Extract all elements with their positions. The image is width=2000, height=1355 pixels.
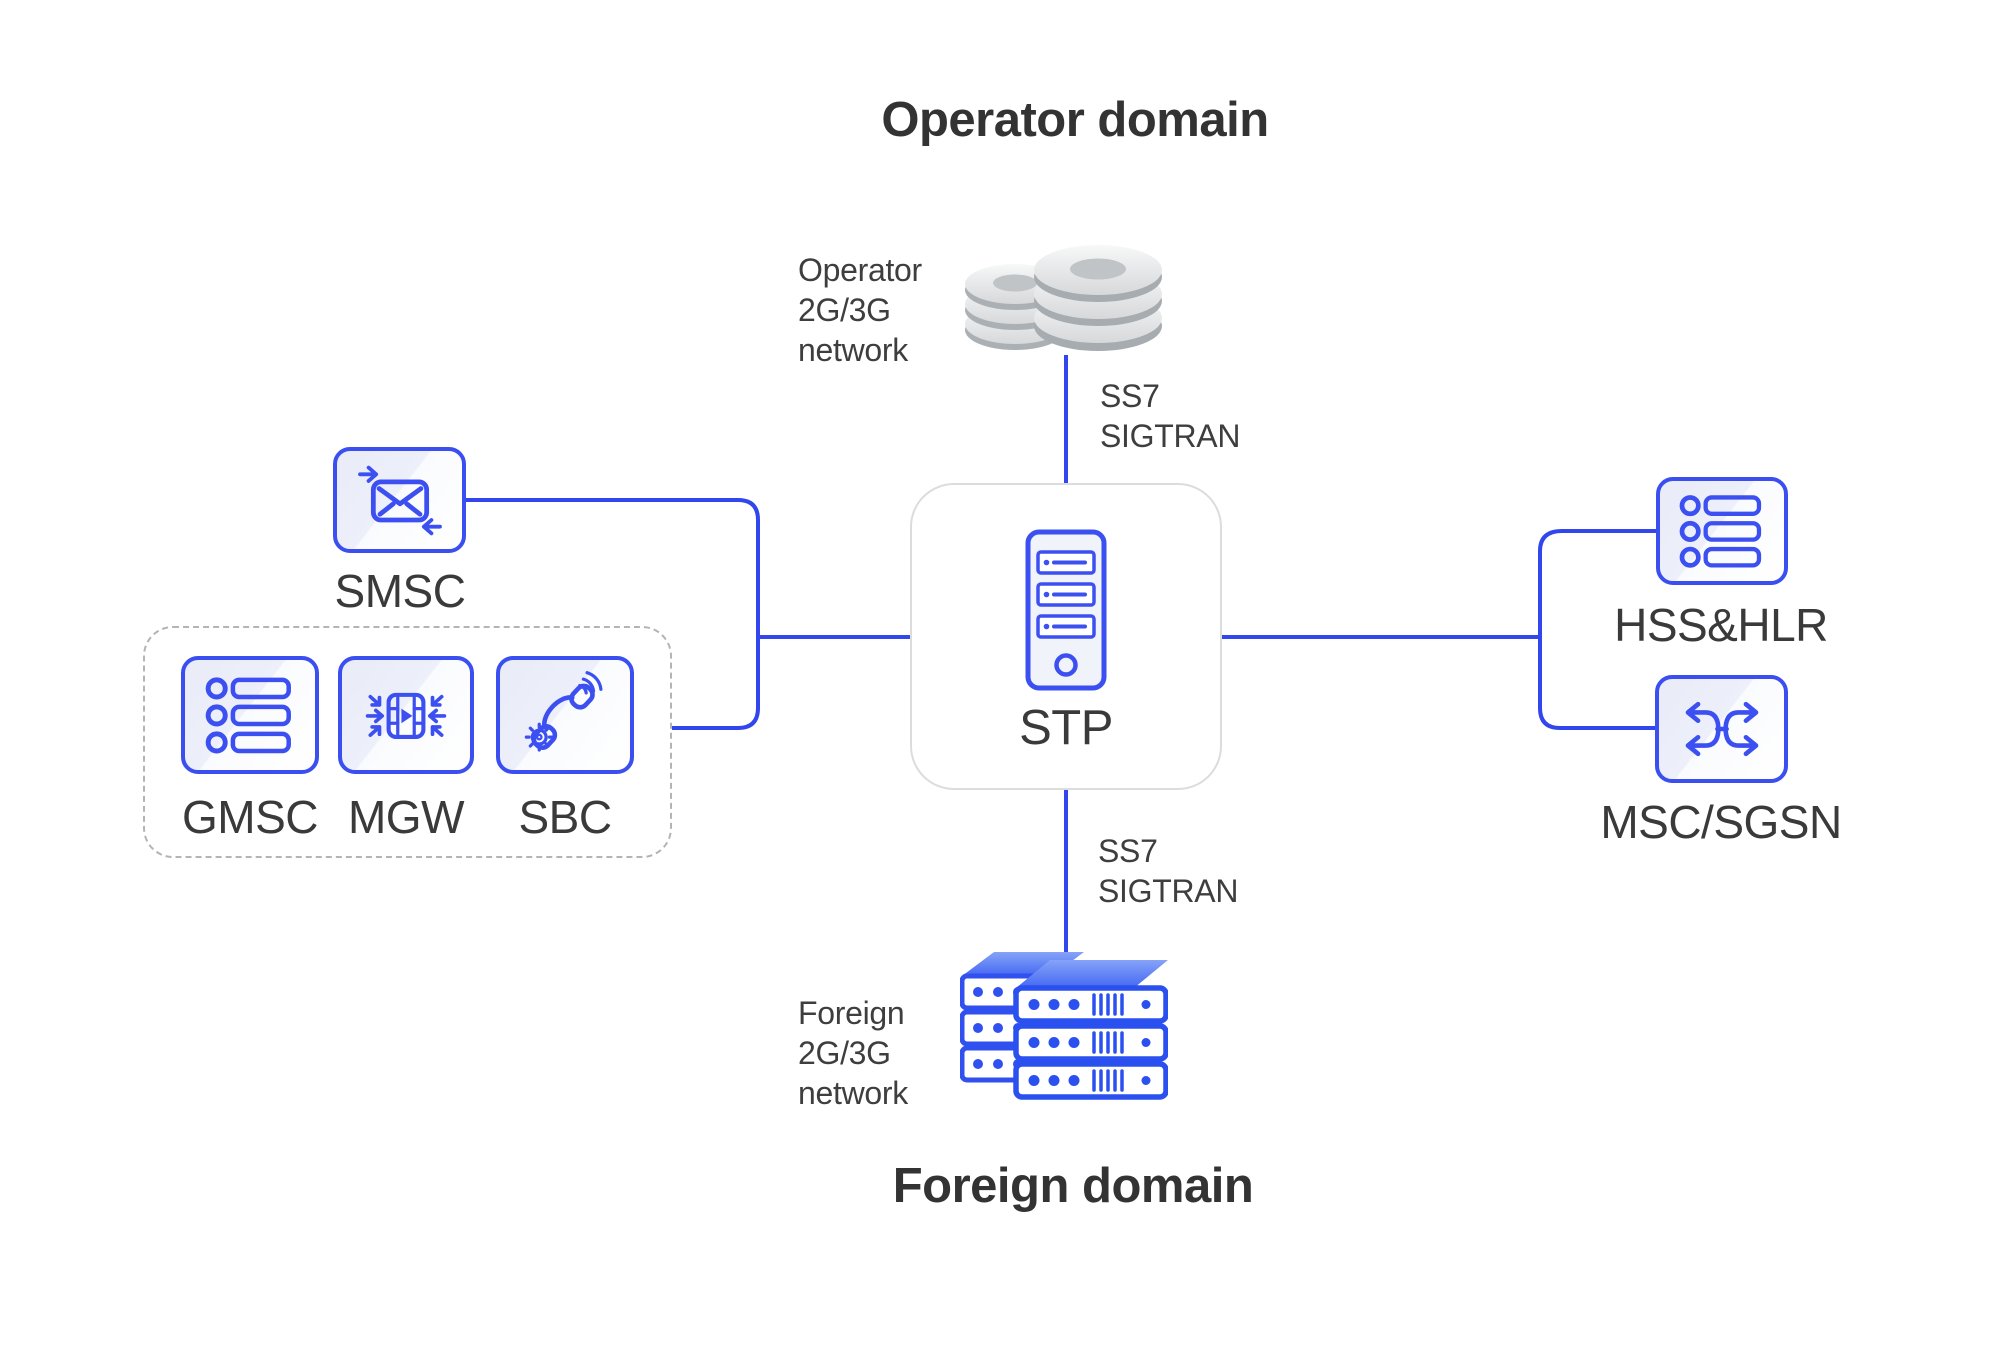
gmsc-label: GMSC [182, 791, 319, 843]
mgw-node [338, 656, 474, 774]
msc-sgsn-node [1655, 675, 1788, 783]
sbc-label: SBC [518, 791, 612, 843]
media-gateway-icon [365, 692, 447, 740]
server-rack-icon [960, 952, 1168, 1100]
link-right-bracket [1538, 529, 1656, 730]
smsc-node [333, 447, 466, 553]
switch-icon [1685, 701, 1758, 757]
sbc-node [496, 656, 634, 774]
envelope-transfer-icon [357, 465, 442, 536]
hss-hlr-label: HSS&HLR [1614, 599, 1828, 651]
hss-hlr-node [1656, 477, 1788, 585]
msc-sgsn-label: MSC/SGSN [1600, 796, 1842, 848]
foreign-domain-title: Foreign domain [892, 1159, 1254, 1213]
list-icon [205, 677, 291, 754]
operator-network-label: Operator 2G/3G network [798, 252, 922, 368]
server-tower-icon [1025, 529, 1107, 691]
gear-icon [524, 722, 554, 752]
disk-stack-icon [965, 245, 1162, 351]
phone-settings-icon [524, 671, 603, 752]
ss7-sigtran-bottom-label: SS7 SIGTRAN [1098, 833, 1239, 909]
ss7-sigtran-top-label: SS7 SIGTRAN [1100, 378, 1241, 454]
core-voice-group [143, 626, 672, 858]
link-left-bracket [466, 498, 760, 730]
operator-domain-title: Operator domain [881, 93, 1269, 147]
stp-label: STP [1019, 701, 1113, 755]
mgw-label: MGW [347, 791, 465, 843]
foreign-network-label: Foreign 2G/3G network [798, 995, 908, 1111]
smsc-label: SMSC [334, 565, 466, 617]
gmsc-node [181, 656, 319, 774]
list-icon [1679, 495, 1762, 568]
